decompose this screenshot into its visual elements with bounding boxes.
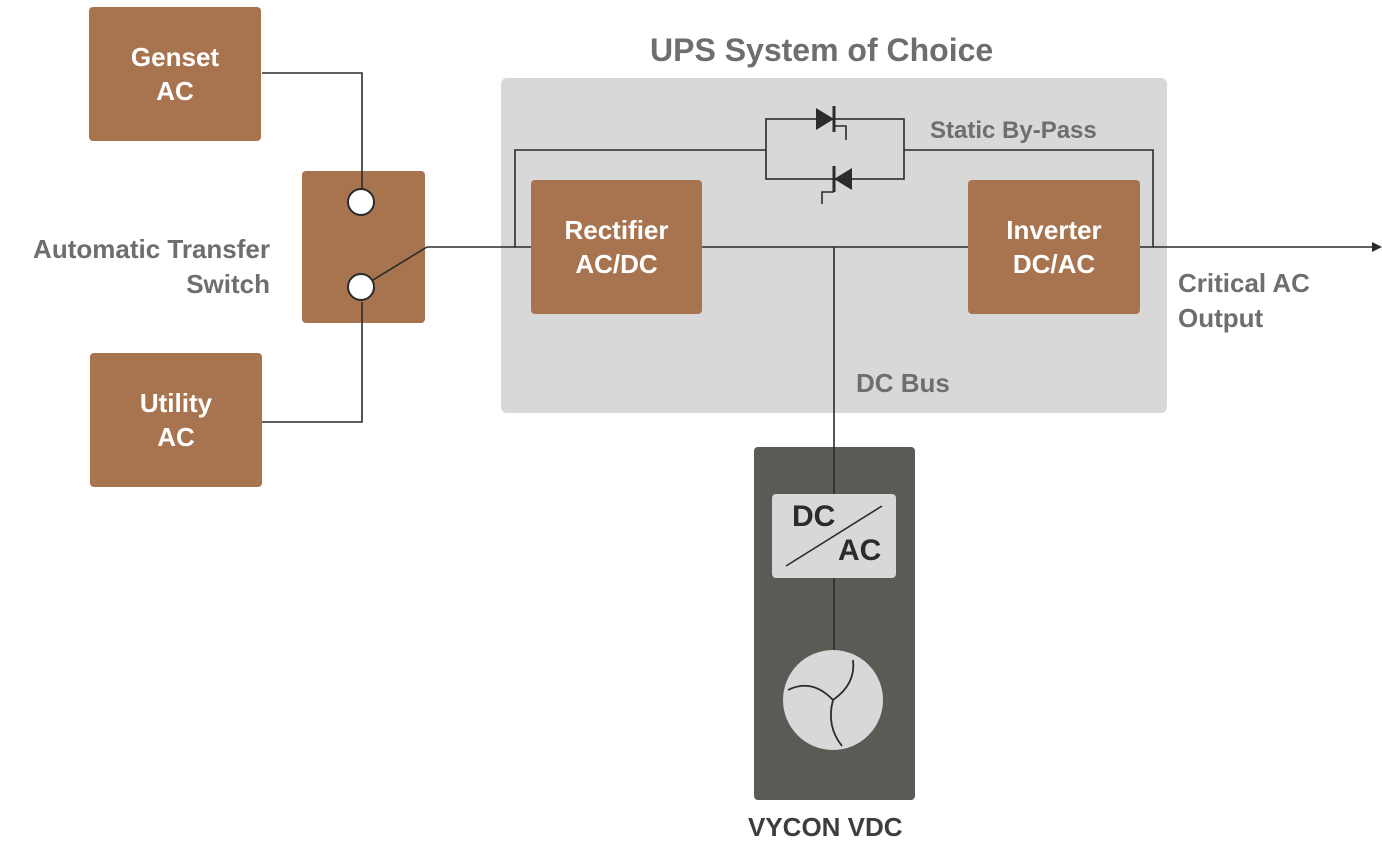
switch-blade bbox=[372, 246, 428, 281]
inverter-box: Inverter DC/AC bbox=[968, 180, 1140, 314]
ats-label: Automatic Transfer Switch bbox=[0, 232, 270, 302]
rectifier-box: Rectifier AC/DC bbox=[531, 180, 702, 314]
inverter-line2: DC/AC bbox=[1012, 249, 1096, 279]
ats-contact-top bbox=[347, 188, 375, 216]
converter-diagonal bbox=[785, 505, 883, 567]
genset-wire bbox=[262, 72, 363, 188]
converter-dc-label: DC bbox=[792, 500, 836, 533]
bypass-wire-left bbox=[514, 149, 766, 247]
static-bypass-label: Static By-Pass bbox=[930, 117, 1097, 144]
utility-wire bbox=[262, 302, 363, 423]
vycon-vdc-label: VYCON VDC bbox=[748, 812, 903, 842]
dc-ac-converter: DC AC bbox=[772, 494, 896, 578]
lower-gate bbox=[821, 191, 834, 204]
output-arrow bbox=[1372, 242, 1382, 252]
rectifier-line1: Rectifier bbox=[564, 215, 669, 245]
flywheel-curves bbox=[787, 659, 855, 747]
upper-gate bbox=[834, 125, 847, 140]
lower-thyristor-icon bbox=[834, 168, 852, 190]
ats-label-line1: Automatic Transfer bbox=[33, 234, 270, 264]
inverter-line1: Inverter bbox=[1006, 215, 1102, 245]
utility-ac-box: Utility AC bbox=[90, 353, 262, 487]
genset-line2: AC bbox=[156, 76, 194, 106]
output-label-line2: Output bbox=[1178, 303, 1264, 333]
genset-ac-box: Genset AC bbox=[89, 7, 261, 141]
dc-bus-label: DC Bus bbox=[856, 368, 950, 398]
upper-thyristor-icon bbox=[816, 108, 834, 130]
genset-line1: Genset bbox=[130, 42, 220, 72]
rectifier-line2: AC/DC bbox=[575, 249, 658, 279]
converter-ac-label: AC bbox=[838, 534, 882, 567]
ats-label-line2: Switch bbox=[186, 269, 270, 299]
ups-title: UPS System of Choice bbox=[650, 32, 994, 68]
utility-line1: Utility bbox=[139, 388, 213, 418]
critical-output-label: Critical AC Output bbox=[1178, 266, 1310, 336]
bypass-wire-right bbox=[904, 149, 1154, 247]
utility-line2: AC bbox=[157, 422, 195, 452]
output-label-line1: Critical AC bbox=[1178, 268, 1310, 298]
ats-contact-bottom bbox=[347, 273, 375, 301]
